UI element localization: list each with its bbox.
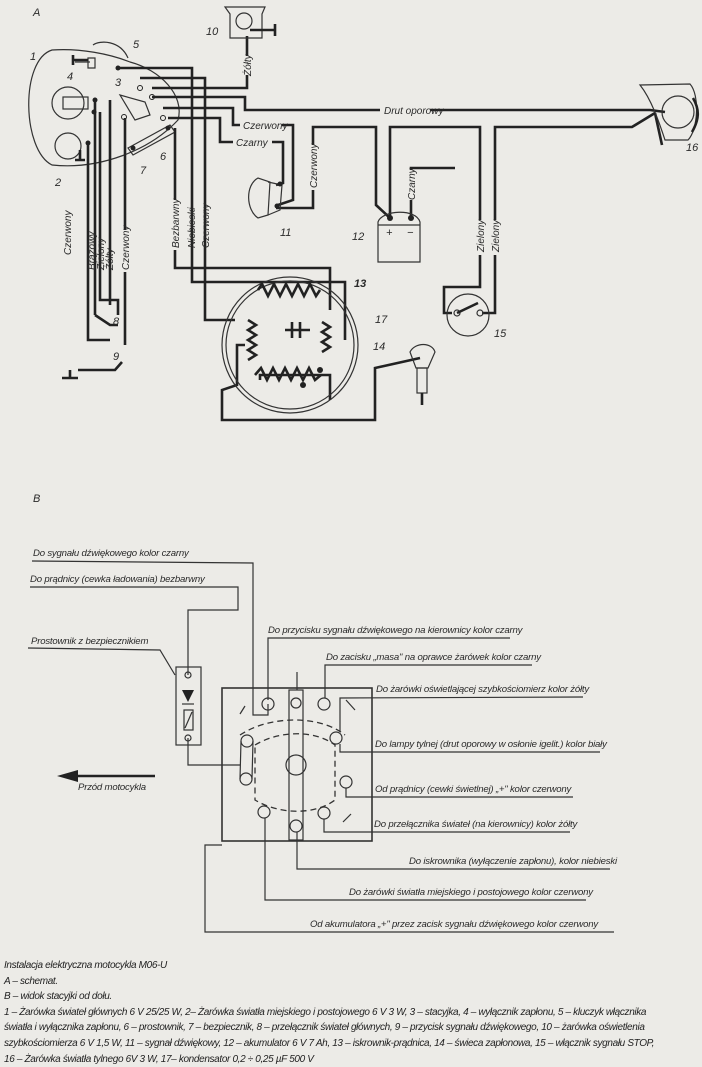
- wire-label: Czerwony: [121, 225, 132, 270]
- wire-label: Czarny: [407, 167, 418, 200]
- figure-caption: Instalacja elektryczna motocykla M06-U A…: [4, 958, 702, 1067]
- label-5: 5: [133, 39, 140, 51]
- wire-label: Drut oporowy: [384, 106, 444, 117]
- label-10: 10: [206, 26, 219, 38]
- wires-part-a: [78, 36, 666, 422]
- headlamp: [28, 41, 180, 167]
- wire-label: Czerwony: [201, 203, 212, 248]
- key-5: [92, 41, 129, 59]
- battery-12: + −: [377, 211, 421, 263]
- label-8: 8: [113, 316, 120, 328]
- wire-label: Czerwony: [243, 121, 288, 132]
- ignition-switch-4: [75, 57, 96, 69]
- part-a-heading: A: [32, 7, 40, 19]
- caption-title: Instalacja elektryczna motocykla M06-U: [4, 960, 167, 971]
- label-2: 2: [54, 177, 61, 189]
- speedometer-bulb-10: [223, 6, 277, 39]
- label-17: 17: [375, 314, 388, 326]
- parking-bulb-2: [54, 132, 82, 160]
- caption-a: A – schemat.: [4, 975, 58, 987]
- rectifier-with-fuse: [175, 666, 202, 746]
- label-15: 15: [494, 328, 507, 340]
- caption-b: B – widok stacyjki od dołu.: [4, 991, 112, 1003]
- label-terminal: Do lampy tylnej (drut oporowy w osłonie …: [375, 739, 608, 750]
- ground-symbol: [62, 370, 78, 380]
- component-numbers: 1 2 3 4 5 6 7 8 9 10 11 12 13 14 15 16 1…: [30, 26, 699, 363]
- label-14: 14: [373, 341, 385, 353]
- main-bulb-1: [51, 86, 85, 120]
- caption-legend-line: światła i wyłącznika zapłonu, 6 – prosto…: [4, 1022, 645, 1034]
- wire-label: Czerwony: [63, 210, 74, 255]
- label-rectifier: Prostownik z bezpiecznikiem: [31, 636, 148, 647]
- wire-label: Czarny: [236, 138, 269, 149]
- part-b-heading: B: [33, 493, 40, 505]
- wire-label: Zielony: [491, 219, 502, 253]
- horn-11: [248, 177, 283, 219]
- wire-color-labels: Żółty Drut oporowy Czerwony Czarny Czerw…: [63, 53, 502, 271]
- label-generator-charge: Do prądnicy (cewka ładowania) bezbarwny: [30, 574, 206, 585]
- label-3: 3: [115, 77, 122, 89]
- label-11: 11: [280, 227, 291, 239]
- label-4: 4: [67, 71, 73, 83]
- wire-label: Zielony: [476, 219, 487, 253]
- magneto-generator-13: [221, 276, 359, 414]
- wire-label: Żółty: [104, 247, 116, 271]
- ignition-switch-bottom-view: [221, 687, 373, 842]
- label-9: 9: [113, 351, 119, 363]
- label-6: 6: [160, 151, 167, 163]
- label-12: 12: [352, 231, 364, 243]
- leader-lines-b: [27, 560, 614, 933]
- label-terminal: Do żarówki światła miejskiego i postojow…: [349, 887, 594, 898]
- caption-legend-line: szybkościomierza 6 V 1,5 W, 11 – sygnał …: [4, 1037, 655, 1049]
- wire-label: Niebieski: [187, 207, 198, 248]
- label-16: 16: [686, 142, 699, 154]
- tail-lamp-16: [638, 83, 700, 141]
- label-terminal: Do iskrownika (wyłączenie zapłonu), kolo…: [409, 856, 618, 867]
- front-arrow: [57, 770, 155, 782]
- spark-plug-14: [409, 343, 436, 405]
- label-front: Przód motocykla: [78, 782, 146, 793]
- switch-3: [118, 94, 151, 121]
- caption-legend-line: 16 – Żarówka światła tylnego 6V 3 W, 17–…: [4, 1053, 314, 1065]
- wire-label: Żółty: [242, 53, 254, 77]
- label-13: 13: [354, 278, 366, 290]
- wire-label: Brązowy: [87, 231, 98, 270]
- battery-minus: −: [407, 227, 414, 239]
- wire-label: Zielony: [96, 237, 107, 271]
- wire-label: Bezbarwny: [171, 198, 182, 248]
- label-1: 1: [30, 51, 36, 63]
- stop-switch-15: [446, 293, 490, 337]
- label-terminal: Od akumulatora „+" przez zacisk sygnału …: [310, 919, 599, 930]
- wire-label: Czerwony: [309, 143, 320, 188]
- label-terminal: Do zacisku „masa" na oprawce żarówek kol…: [326, 652, 542, 663]
- label-terminal: Od prądnicy (cewki świetlnej) „+" kolor …: [375, 784, 573, 795]
- label-7: 7: [140, 165, 147, 177]
- caption-legend-line: 1 – Żarówka świateł głównych 6 V 25/25 W…: [4, 1006, 647, 1018]
- label-terminal: Do przycisku sygnału dźwiękowego na kier…: [268, 625, 524, 636]
- battery-plus: +: [386, 227, 393, 239]
- label-horn-black: Do sygnału dźwiękowego kolor czarny: [33, 548, 190, 559]
- label-terminal: Do przełącznika świateł (na kierownicy) …: [374, 819, 578, 830]
- label-terminal: Do żarówki oświetlającej szybkościomierz…: [376, 684, 590, 695]
